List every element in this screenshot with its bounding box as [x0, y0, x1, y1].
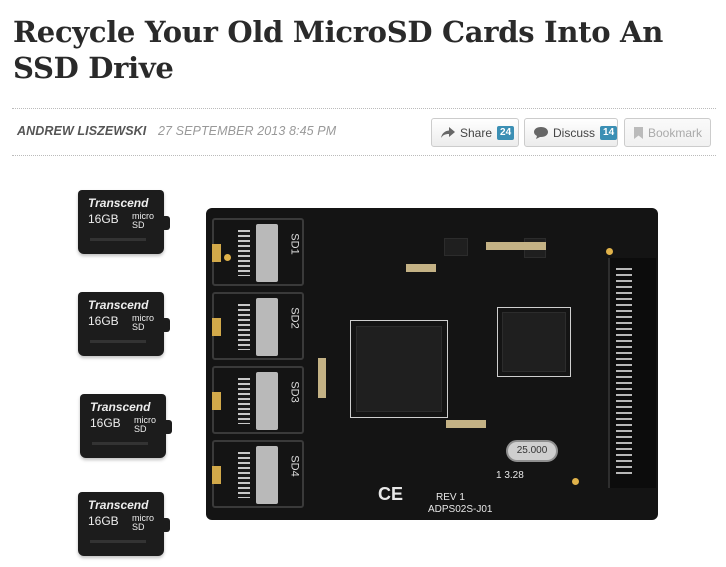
card-fineprint — [92, 442, 148, 445]
slot-pins — [238, 452, 250, 498]
byline: ANDREW LISZEWSKI 27 SEPTEMBER 2013 8:45 … — [17, 124, 336, 138]
crystal-label: 25.000 — [516, 445, 548, 456]
date-code: 1 3.28 — [496, 470, 524, 481]
article-photo: Transcend 16GB micro SD Transcend 16GB m… — [60, 176, 680, 561]
slot-pins — [238, 304, 250, 350]
slot-label: SD2 — [288, 307, 301, 329]
capacitor-row — [486, 242, 546, 250]
microsd-card: Transcend 16GB micro SD — [78, 492, 170, 556]
card-capacity: 16GB — [88, 514, 119, 528]
publish-date: 27 SEPTEMBER 2013 8:45 PM — [157, 124, 337, 138]
microsd-card: Transcend 16GB micro SD — [80, 394, 172, 458]
card-capacity: 16GB — [88, 212, 119, 226]
slot-label: SD1 — [288, 233, 301, 255]
speech-bubble-icon — [534, 126, 548, 139]
ssd-adapter-board: SD1 SD2 SD3 SD4 25.000 — [206, 208, 658, 520]
slot-pad — [212, 392, 221, 410]
bookmark-label: Bookmark — [648, 125, 703, 140]
mounting-hole — [224, 254, 231, 261]
card-type: micro SD — [132, 211, 154, 230]
discuss-count: 14 — [600, 125, 618, 140]
card-type: micro SD — [134, 415, 156, 434]
slot-holder — [256, 298, 278, 356]
slot-holder — [256, 446, 278, 504]
slot-pins — [238, 378, 250, 424]
card-fineprint — [90, 340, 146, 343]
slot-label: SD3 — [288, 381, 301, 403]
card-fineprint — [90, 540, 146, 543]
bookmark-button[interactable]: Bookmark — [624, 118, 711, 147]
divider — [12, 155, 716, 156]
slot-pad — [212, 318, 221, 336]
share-button[interactable]: Share 24 — [431, 118, 519, 147]
ce-mark: CE — [378, 484, 404, 504]
slot-holder — [256, 224, 278, 282]
controller-chip — [356, 326, 442, 412]
bookmark-icon — [634, 126, 643, 139]
share-count: 24 — [497, 125, 515, 140]
card-slot: SD4 — [212, 440, 304, 508]
mounting-hole — [606, 248, 613, 255]
share-arrow-icon — [441, 126, 455, 139]
sata-connector — [608, 258, 656, 488]
slot-pad — [212, 466, 221, 484]
board-revision: REV 1 — [436, 492, 465, 503]
sata-pins — [616, 268, 632, 478]
board-model: ADPS02S-J01 — [428, 504, 493, 515]
article-title: Recycle Your Old MicroSD Cards Into An S… — [13, 15, 664, 85]
card-slot: SD1 — [212, 218, 304, 286]
share-label: Share — [460, 125, 493, 140]
capacitor-row — [318, 358, 326, 398]
author-name[interactable]: ANDREW LISZEWSKI — [17, 124, 147, 138]
regulator-chip — [444, 238, 468, 256]
card-slot: SD3 — [212, 366, 304, 434]
card-slot: SD2 — [212, 292, 304, 360]
discuss-label: Discuss — [553, 125, 596, 140]
card-type: micro SD — [132, 313, 154, 332]
divider — [12, 108, 716, 109]
card-capacity: 16GB — [88, 314, 119, 328]
card-brand: Transcend — [88, 298, 149, 312]
capacitor-row — [406, 264, 436, 272]
slot-holder — [256, 372, 278, 430]
microsd-card: Transcend 16GB micro SD — [78, 190, 170, 254]
card-capacity: 16GB — [90, 416, 121, 430]
card-fineprint — [90, 238, 146, 241]
card-brand: Transcend — [90, 400, 151, 414]
discuss-button[interactable]: Discuss 14 — [524, 118, 618, 147]
crystal-oscillator: 25.000 — [506, 440, 558, 462]
card-brand: Transcend — [88, 196, 149, 210]
slot-pins — [238, 230, 250, 276]
card-brand: Transcend — [88, 498, 149, 512]
mounting-hole — [572, 478, 579, 485]
bridge-chip — [502, 312, 566, 372]
microsd-card: Transcend 16GB micro SD — [78, 292, 170, 356]
slot-pad — [212, 244, 221, 262]
slot-label: SD4 — [288, 455, 301, 477]
card-type: micro SD — [132, 513, 154, 532]
capacitor-row — [446, 420, 486, 428]
